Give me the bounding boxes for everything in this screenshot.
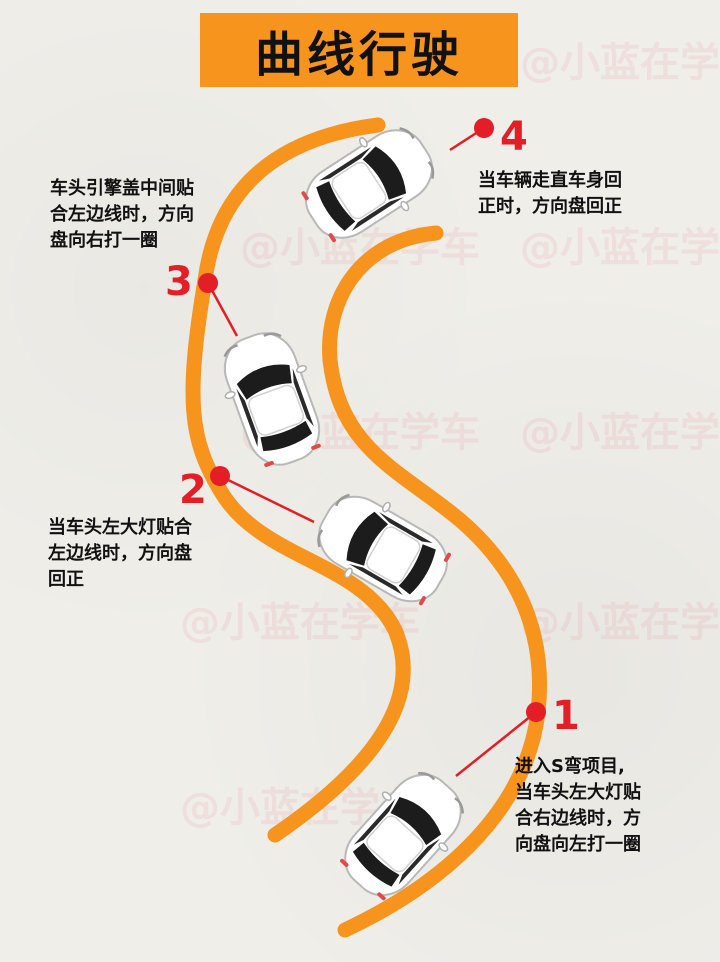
marker-dot <box>210 466 230 486</box>
caption-line: 回正 <box>48 569 84 591</box>
car-icon <box>207 321 337 477</box>
connector-line <box>206 282 239 337</box>
caption-line: 车头引擎盖中间贴 <box>50 178 194 199</box>
caption-line: 当车头左大灯贴合 <box>48 517 192 538</box>
step-4-caption: 当车辆走直车身回 正时，方向盘回正 <box>478 168 668 220</box>
step-number-3: 3 <box>165 259 193 305</box>
caption-line: 合左边线时，方向 <box>50 204 194 226</box>
marker-dot <box>474 118 494 138</box>
connector-line <box>219 474 315 524</box>
caption-line: 合右边线时，方 <box>515 808 641 830</box>
caption-line: 进入S弯项目, <box>515 756 625 777</box>
step-number-4: 4 <box>500 114 528 160</box>
step-number-2: 2 <box>179 467 207 513</box>
right-boundary-line <box>322 225 548 938</box>
caption-line: 向盘向左打一圈 <box>515 834 641 856</box>
caption-line: 盘向右打一圈 <box>50 230 158 252</box>
marker-dot <box>526 702 546 722</box>
step-1-caption: 进入S弯项目, 当车头左大灯贴 合右边线时，方 向盘向左打一圈 <box>515 754 705 858</box>
caption-line: 正时，方向盘回正 <box>478 196 622 218</box>
caption-line: 左边线时，方向盘 <box>48 543 192 565</box>
marker-dot <box>198 273 218 293</box>
step-2-caption: 当车头左大灯贴合 左边线时，方向盘 回正 <box>48 515 238 593</box>
left-boundary-line <box>185 117 411 843</box>
title-banner: 曲线行驶 <box>200 13 518 87</box>
caption-line: 当车辆走直车身回 <box>478 170 622 191</box>
page-title: 曲线行驶 <box>254 27 463 83</box>
step-3-caption: 车头引擎盖中间贴 合左边线时，方向 盘向右打一圈 <box>50 176 240 254</box>
connector-line <box>455 711 537 777</box>
step-number-1: 1 <box>552 693 580 739</box>
caption-line: 当车头左大灯贴 <box>515 782 641 804</box>
